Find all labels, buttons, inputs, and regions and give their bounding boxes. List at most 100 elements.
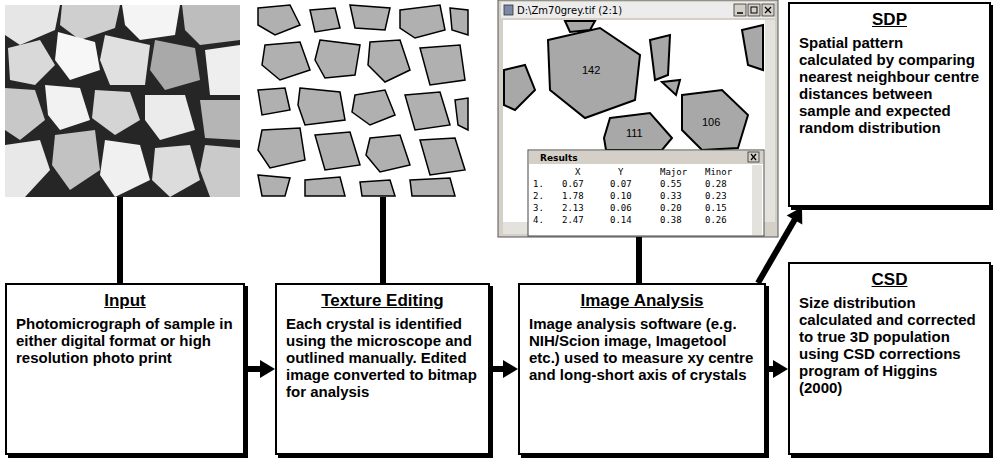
table-cell: 2. (533, 191, 544, 201)
crystal-outline (742, 25, 763, 70)
crystal-outline (360, 180, 395, 196)
maximize-button (748, 4, 760, 16)
crystal-outline (650, 35, 670, 80)
column-header: Minor (705, 167, 732, 177)
table-cell: 0.23 (705, 191, 727, 201)
crystal-outline (315, 132, 360, 170)
minimize-glyph (737, 12, 743, 14)
arrow-head (503, 360, 518, 378)
crystal (100, 140, 150, 197)
crystal-outline (310, 8, 340, 32)
column-header: Y (618, 167, 623, 177)
crystal-number: 142 (582, 64, 600, 76)
crystal (52, 130, 100, 190)
crystal-outline (400, 5, 445, 38)
box-text: Photomicrograph of sample in either digi… (16, 315, 234, 366)
box-text: Each crystal is identified using the mic… (286, 315, 479, 400)
table-cell: 0.67 (562, 179, 584, 189)
crystal-outline (258, 128, 305, 168)
crystal-outline (548, 28, 640, 118)
software-screenshot (498, 0, 778, 237)
box-heading: CSD (799, 270, 980, 290)
box-heading: Input (16, 291, 234, 311)
process-box: CSD Size distribution calculated and corr… (788, 262, 991, 455)
maximize-glyph (751, 7, 757, 13)
scrollbar (752, 165, 762, 235)
crystal (5, 140, 50, 197)
column-header: X (575, 167, 580, 177)
title-bar (501, 2, 775, 18)
table-cell: 2.13 (562, 203, 584, 213)
flow-arrow (766, 360, 788, 378)
crystal (5, 5, 60, 45)
box-text: Image analysis software (e.g. NIH/Scion … (529, 315, 755, 383)
process-box: InputPhotomicrograph of sample in either… (5, 283, 245, 455)
crystal-outline (504, 65, 535, 110)
column-header: Major (660, 167, 687, 177)
arrow-head (773, 360, 788, 378)
window-title: D:\Zm70grey.tif (2:1) (517, 5, 622, 16)
edited-texture (258, 5, 468, 196)
box-text: Spatial pattern calculated by comparing … (799, 34, 980, 136)
crystal (55, 32, 100, 80)
crystal-outline (258, 175, 290, 196)
crystal (45, 85, 90, 130)
crystal (152, 145, 200, 197)
window-icon (504, 5, 513, 15)
crystal-outline (604, 113, 672, 150)
table-cell: 0.26 (705, 215, 727, 225)
crystal-outline (420, 45, 465, 85)
process-box: Texture EditingEach crystal is identifie… (275, 283, 490, 455)
crystal (100, 35, 150, 85)
table-cell: 0.20 (660, 203, 682, 213)
flow-arrow (490, 360, 518, 378)
table-cell: 0.06 (610, 203, 632, 213)
crystal-number: 111 (626, 127, 643, 139)
table-cell: 1. (533, 179, 544, 189)
box-heading: Image Analysis (529, 291, 755, 311)
table-cell: 0.55 (660, 179, 682, 189)
crystal-outline (258, 5, 300, 35)
crystal-outline (420, 138, 465, 175)
crystal-outline (298, 88, 345, 125)
box-text: Size distribution calculated and correct… (799, 294, 980, 396)
table-cell: 0.14 (610, 215, 632, 225)
crystal-outline (450, 8, 468, 35)
crystal (205, 45, 240, 95)
results-title: Results (540, 153, 578, 163)
table-cell: 0.28 (705, 179, 727, 189)
photomicrograph (5, 5, 240, 197)
table-cell: 0.38 (660, 215, 682, 225)
crystal (122, 5, 180, 40)
crystal-outline (565, 21, 595, 32)
crystal-outline (366, 135, 410, 172)
table-cell: 0.33 (660, 191, 682, 201)
process-box: Image AnalysisImage analysis software (e… (518, 283, 766, 455)
crystal-outline (258, 88, 290, 115)
table-cell: 3. (533, 203, 544, 213)
close-glyph (751, 154, 756, 160)
crystal (145, 95, 195, 140)
crystal-outline (410, 178, 455, 196)
crystal-outline (682, 90, 748, 150)
crystal (60, 5, 120, 40)
box-heading: Texture Editing (286, 291, 479, 311)
crystal-outline (315, 40, 360, 78)
crystal (182, 5, 240, 45)
crystal-number: 106 (702, 116, 720, 128)
crystal (150, 40, 200, 90)
crystal-outline (262, 42, 310, 80)
table-cell: 1.78 (562, 191, 584, 201)
picture-bar (117, 197, 123, 283)
table-cell: 4. (533, 215, 544, 225)
crystal (200, 100, 240, 140)
crystal-outline (662, 80, 680, 95)
minimize-button (734, 4, 746, 16)
picture-bar (636, 237, 642, 283)
table-cell: 0.15 (705, 203, 727, 213)
window-frame (498, 0, 778, 237)
results-title-bar (529, 151, 763, 164)
crystal (200, 145, 240, 197)
crystal-outline (455, 98, 468, 130)
crystal-outline (350, 5, 390, 30)
